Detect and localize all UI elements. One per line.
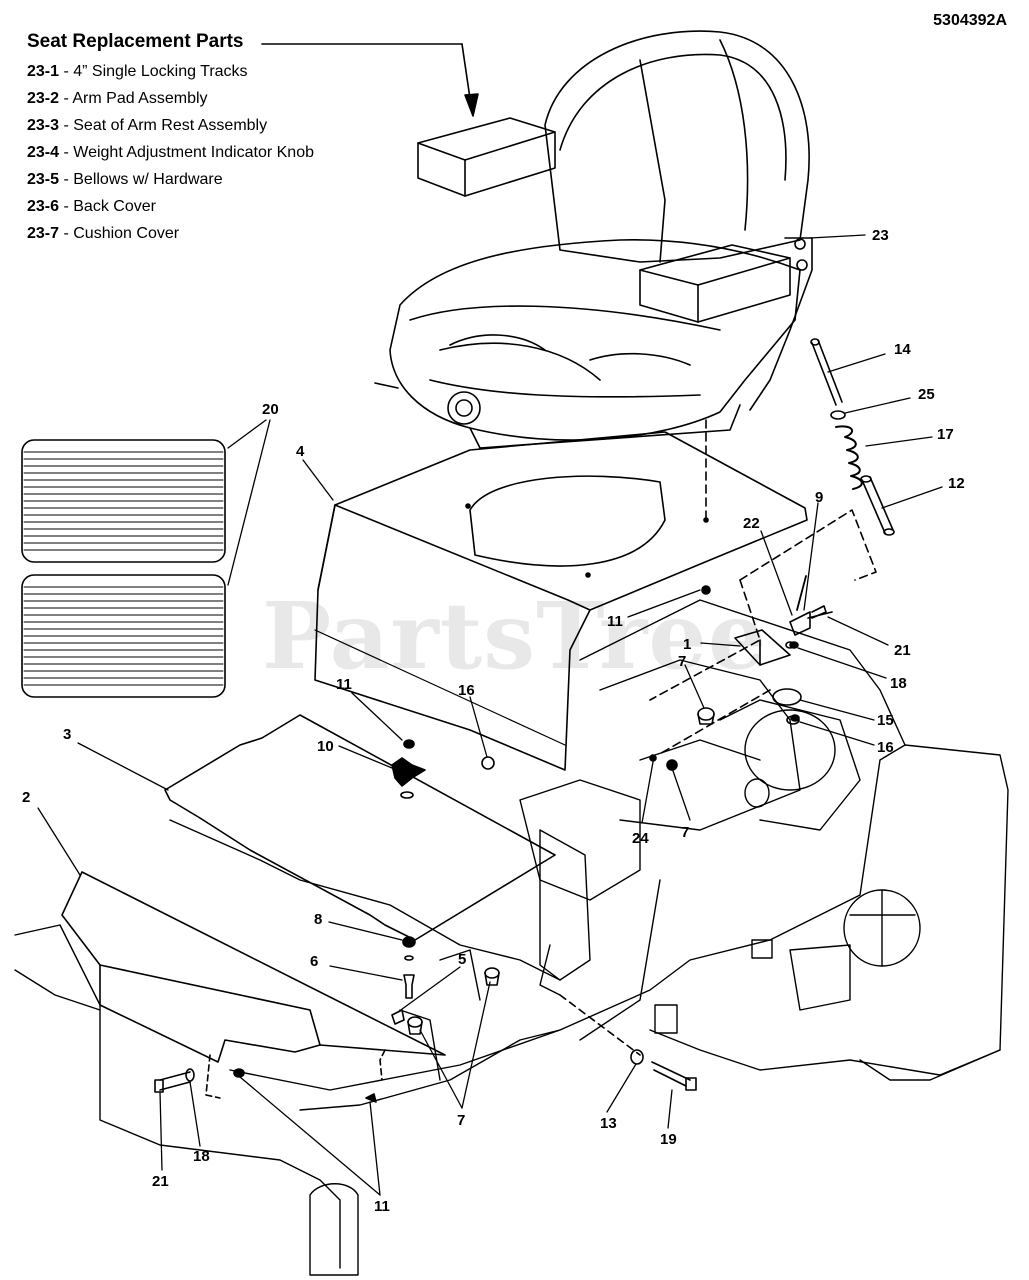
callout-label: 19 <box>660 1131 677 1148</box>
callout-label: 17 <box>937 426 954 443</box>
callout-label: 7 <box>457 1112 466 1129</box>
legend-list: 23-1 - 4” Single Locking Tracks 23-2 - A… <box>27 58 314 247</box>
legend-item-code: 23-1 <box>27 63 60 80</box>
legend-item-code: 23-7 <box>27 225 60 242</box>
callout-label: 24 <box>632 830 649 847</box>
legend-item-separator: - <box>59 225 74 242</box>
legend-leader-arrow <box>261 43 479 117</box>
document-id: 5304392A <box>933 12 1007 29</box>
seat-pan <box>314 431 808 771</box>
callout-label: 11 <box>374 1198 390 1215</box>
callout-label: 8 <box>314 911 323 928</box>
watermark: PartsTree <box>262 582 768 690</box>
callout-label: 22 <box>743 515 760 532</box>
callout-label: 12 <box>948 475 965 492</box>
callout-label: 23 <box>872 227 889 244</box>
callout-label: 16 <box>458 682 475 699</box>
callout-label: 14 <box>894 341 911 358</box>
callout-label: 25 <box>918 386 935 403</box>
callout-label: 21 <box>894 642 911 659</box>
callout-label: 11 <box>607 613 623 630</box>
legend-item-label: Weight Adjustment Indicator Knob <box>73 144 314 161</box>
legend-item-code: 23-6 <box>27 198 60 215</box>
callout-label: 11 <box>336 676 352 693</box>
legend-item: 23-3 - Seat of Arm Rest Assembly <box>27 112 314 139</box>
callout-label: 15 <box>877 712 894 729</box>
legend-item: 23-2 - Arm Pad Assembly <box>27 85 314 112</box>
legend-item-separator: - <box>59 117 74 134</box>
legend-item-code: 23-5 <box>27 171 60 188</box>
callout-label: 3 <box>63 726 72 743</box>
seat-plate <box>164 714 556 941</box>
callout-label: 10 <box>317 738 334 755</box>
callout-label: 7 <box>681 824 690 841</box>
legend-item-code: 23-2 <box>27 90 60 107</box>
callout-label: 18 <box>193 1148 210 1165</box>
callout-label: 18 <box>890 675 907 692</box>
dashed-detail-group <box>649 509 877 756</box>
callout-label: 9 <box>815 489 824 506</box>
fasteners <box>154 575 827 1103</box>
callout-label: 21 <box>152 1173 169 1190</box>
legend-item-label: Cushion Cover <box>73 225 180 242</box>
callout-label: 7 <box>678 653 687 670</box>
legend-item-separator: - <box>59 63 74 80</box>
callout-label: 2 <box>22 789 31 806</box>
legend-item-label: Arm Pad Assembly <box>72 90 208 107</box>
callout-label: 4 <box>296 443 305 460</box>
legend-item: 23-4 - Weight Adjustment Indicator Knob <box>27 139 314 166</box>
spring-stack <box>810 338 895 536</box>
legend-item: 23-7 - Cushion Cover <box>27 220 314 247</box>
decals <box>21 439 226 698</box>
callout-label: 6 <box>310 953 319 970</box>
legend-item-code: 23-3 <box>27 117 60 134</box>
legend-item-label: Back Cover <box>73 198 156 215</box>
callout-label: 5 <box>458 951 467 968</box>
front-cover <box>61 871 446 1063</box>
legend: Seat Replacement Parts 23-1 - 4” Single … <box>27 30 314 247</box>
decal-stripes <box>23 451 224 686</box>
callout-label: 16 <box>877 739 894 756</box>
legend-title: Seat Replacement Parts <box>27 31 244 52</box>
legend-item-label: 4” Single Locking Tracks <box>73 63 248 80</box>
callout-label: 20 <box>262 401 279 418</box>
seat-assembly <box>374 30 813 449</box>
legend-item: 23-5 - Bellows w/ Hardware <box>27 166 314 193</box>
callout-label: 1 <box>683 636 692 653</box>
legend-item-separator: - <box>59 90 73 107</box>
legend-item-separator: - <box>59 171 74 188</box>
legend-item-label: Bellows w/ Hardware <box>73 171 223 188</box>
legend-item: 23-1 - 4” Single Locking Tracks <box>27 58 314 85</box>
legend-item: 23-6 - Back Cover <box>27 193 314 220</box>
callout-label: 13 <box>600 1115 617 1132</box>
legend-item-separator: - <box>59 144 74 161</box>
legend-item-label: Seat of Arm Rest Assembly <box>73 117 268 134</box>
legend-item-code: 23-4 <box>27 144 60 161</box>
chassis-frame <box>14 599 1009 1276</box>
legend-item-separator: - <box>59 198 74 215</box>
leader-lines <box>37 234 943 1196</box>
